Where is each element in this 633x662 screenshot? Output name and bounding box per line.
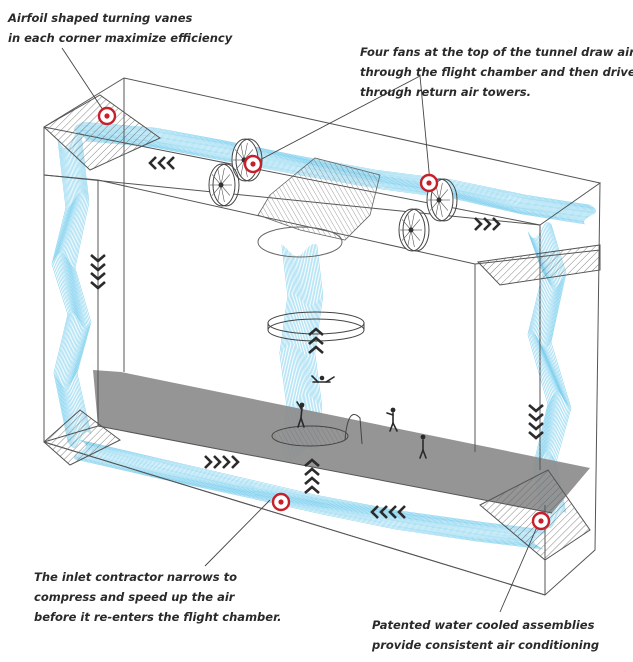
airflow-line — [81, 121, 591, 206]
person-standing-2 — [419, 434, 427, 459]
airflow-line — [74, 133, 92, 435]
callout-markers — [97, 106, 551, 531]
arrow-top-left — [148, 156, 175, 170]
callout-line: through return air towers. — [360, 85, 531, 99]
airflow-line — [84, 442, 545, 534]
airflow-line — [51, 139, 69, 442]
airflow-line — [80, 450, 535, 542]
turning-vane-top-left — [43, 94, 161, 171]
turning-vane-bottom-left — [43, 409, 121, 466]
arrow-bottom-left — [370, 505, 406, 519]
airflow-line — [58, 147, 75, 448]
airflow-line — [68, 135, 85, 435]
airflow-line — [67, 137, 84, 436]
airflow-line — [85, 446, 540, 537]
callout-line: The inlet contractor narrows to — [34, 570, 237, 584]
airflow-line — [61, 146, 79, 446]
airflow-line — [85, 445, 541, 536]
airflow-line — [65, 139, 83, 438]
person-standing-1 — [386, 407, 398, 432]
callout-water-cooled: Patented water cooled assemblies provide… — [372, 615, 599, 655]
airflow-line — [70, 132, 87, 433]
callout-leaders — [61, 47, 541, 613]
marker-3 — [419, 173, 439, 193]
arrow-chamber-up — [308, 327, 324, 354]
callout-line: provide consistent air conditioning — [372, 638, 600, 652]
airflow-line — [72, 131, 90, 433]
person-flyer — [311, 375, 335, 383]
callout-inlet-contractor: The inlet contractor narrows to compress… — [34, 567, 281, 627]
airflow-line — [83, 448, 536, 540]
fan-2 — [208, 163, 240, 207]
airflow-line — [73, 132, 91, 434]
airflow-line — [84, 447, 537, 539]
airflow-line — [82, 449, 535, 541]
arrow-top-right — [474, 217, 501, 231]
callout-line: Four fans at the top of the tunnel draw … — [360, 45, 633, 59]
people — [296, 375, 427, 459]
airflow-line — [74, 455, 538, 546]
airflow-line — [82, 441, 546, 533]
airflow-left-tower — [51, 131, 92, 449]
airflow-line — [79, 439, 547, 531]
marker-4 — [271, 492, 291, 512]
airflow-line — [59, 147, 76, 448]
airflow-line — [74, 458, 543, 550]
arrow-inlet-up — [304, 458, 320, 494]
airflow-line — [57, 147, 74, 449]
airflow-line — [85, 447, 538, 538]
airflow-line — [81, 440, 546, 532]
callout-fans: Four fans at the top of the tunnel draw … — [360, 42, 633, 102]
diffuser-top — [257, 157, 381, 241]
airflow-line — [64, 141, 82, 440]
airflow-line — [75, 454, 536, 545]
marker-5 — [531, 511, 551, 531]
airflow-line — [53, 143, 71, 446]
callout-line: before it re-enters the flight chamber. — [34, 610, 282, 624]
airflow-line — [62, 144, 80, 444]
arrow-right-down — [528, 404, 544, 440]
callout-line: in each corner maximize efficiency — [8, 31, 233, 45]
airflow-line — [69, 133, 86, 434]
flight-chamber — [267, 311, 365, 447]
airflow-line — [79, 451, 535, 543]
callout-line: Patented water cooled assemblies — [372, 618, 595, 632]
marker-2 — [243, 154, 263, 174]
callout-line: through the flight chamber and then driv… — [360, 65, 633, 79]
airflow-line — [85, 444, 543, 535]
airflow-line — [84, 443, 544, 534]
arrow-bottom-right — [204, 455, 240, 469]
person-instructor — [296, 401, 305, 428]
airflow-line — [76, 453, 535, 544]
fan-4 — [398, 208, 430, 252]
airflow-line — [60, 147, 77, 447]
callout-line: Airfoil shaped turning vanes — [8, 11, 193, 25]
turning-vane-top-right — [476, 244, 601, 286]
airflow-line — [56, 146, 73, 448]
arrow-left-down — [90, 254, 106, 290]
airflow-line — [63, 143, 81, 442]
airflow-line — [74, 457, 542, 549]
airflow-line — [71, 132, 88, 433]
airflow-line — [54, 145, 72, 447]
marker-1 — [97, 106, 117, 126]
floor-edge — [97, 425, 553, 514]
airflow-line — [52, 141, 70, 444]
airflow-line — [77, 452, 535, 543]
airflow-direction-arrows — [90, 156, 544, 519]
diffuser-mouth — [257, 226, 343, 258]
callout-turning-vanes: Airfoil shaped turning vanes in each cor… — [8, 8, 232, 48]
airflow-bottom — [73, 439, 547, 550]
callout-line: compress and speed up the air — [34, 590, 235, 604]
